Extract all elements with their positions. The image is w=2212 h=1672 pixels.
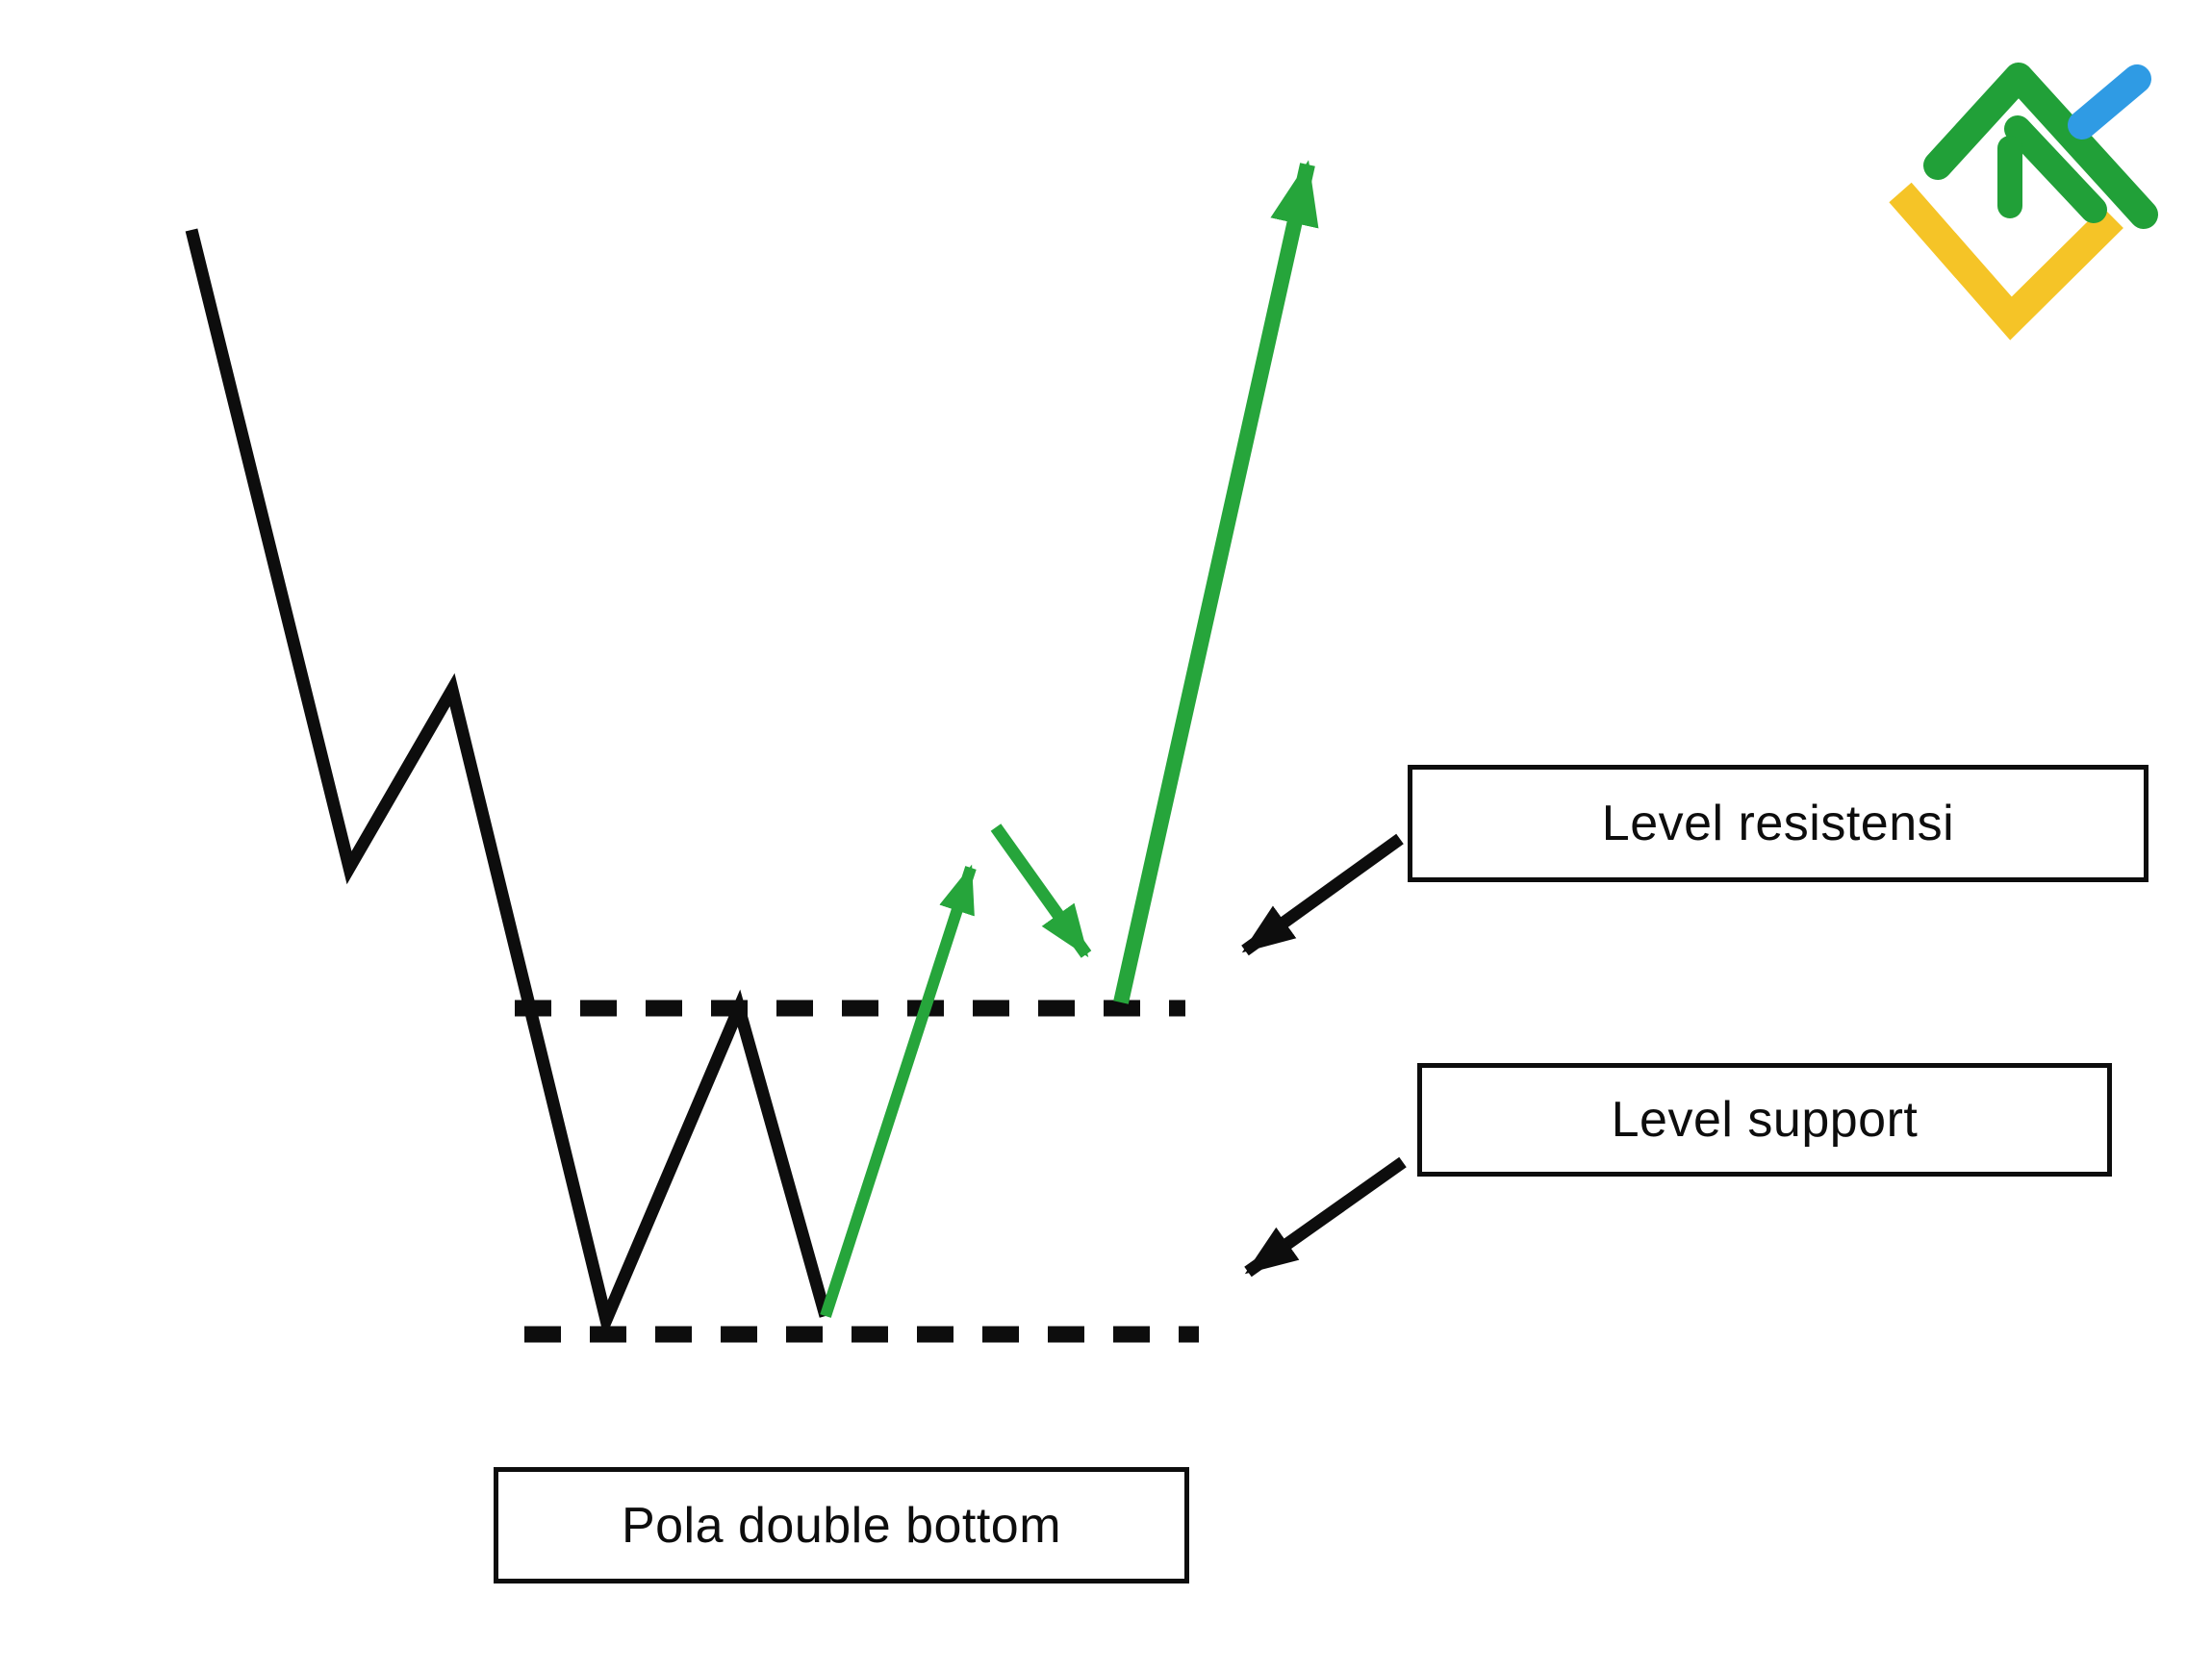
- logo-blue-accent-icon: [2068, 64, 2151, 139]
- rally-up-arrow: [1113, 160, 1319, 1004]
- price-downtrend-line: [185, 228, 832, 1340]
- resistance-pointer-arrow: [1241, 833, 1404, 956]
- resistance-label-box: Level resistensi: [1408, 765, 2148, 882]
- resistance-label: Level resistensi: [1601, 796, 1955, 851]
- support-label-box: Level support: [1417, 1063, 2112, 1177]
- pattern-label-box: Pola double bottom: [494, 1467, 1189, 1583]
- logo-green-mid-arm-icon: [2004, 115, 2107, 223]
- support-label: Level support: [1611, 1092, 1919, 1148]
- support-pointer-arrow: [1244, 1156, 1407, 1278]
- logo-green-chevron-icon: [1923, 63, 2158, 229]
- pattern-label: Pola double bottom: [621, 1497, 1062, 1554]
- litefinance-logo-icon: [1889, 63, 2158, 341]
- logo-yellow-check-icon: [1889, 182, 2123, 341]
- breakout-up-arrow: [820, 864, 977, 1318]
- pullback-down-arrow: [990, 823, 1092, 958]
